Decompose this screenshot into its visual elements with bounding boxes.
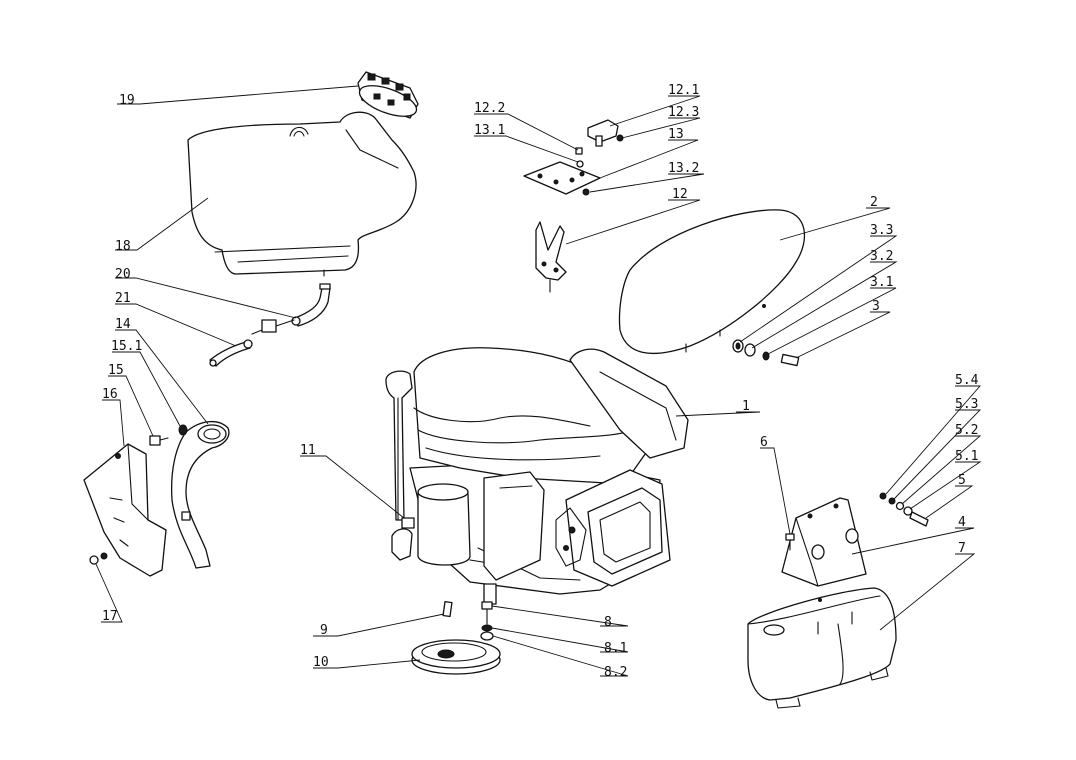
ignition-bracket-12-part bbox=[535, 221, 567, 293]
label-5-3: 5.3 bbox=[955, 397, 978, 412]
label-4: 4 bbox=[958, 515, 966, 530]
bolt-3-part bbox=[780, 353, 800, 367]
label-9: 9 bbox=[320, 623, 328, 638]
fuel-hose-upper-part bbox=[291, 283, 331, 327]
engine-assembly-part bbox=[385, 347, 689, 605]
label-17: 17 bbox=[102, 609, 118, 624]
label-7: 7 bbox=[958, 541, 966, 556]
label-15-1: 15.1 bbox=[111, 339, 142, 354]
label-8: 8 bbox=[604, 615, 612, 630]
heat-shield-part bbox=[83, 443, 167, 577]
label-5-1: 5.1 bbox=[955, 449, 978, 464]
leader-lines bbox=[95, 85, 982, 677]
exhaust-pipe-part bbox=[170, 421, 230, 569]
label-11: 11 bbox=[300, 443, 316, 458]
washer-3-2-part bbox=[744, 343, 756, 357]
label-13: 13 bbox=[668, 127, 684, 142]
bolt-15-part bbox=[149, 435, 169, 446]
label-12: 12 bbox=[672, 187, 688, 202]
label-20: 20 bbox=[115, 267, 131, 282]
fuel-valve-part bbox=[251, 319, 295, 335]
muffler-7-part bbox=[747, 587, 897, 709]
switch-12-1-part bbox=[587, 119, 619, 147]
label-10: 10 bbox=[313, 655, 329, 670]
washer-5-4-part bbox=[879, 492, 887, 500]
label-6: 6 bbox=[760, 435, 768, 450]
washer-5-3-part bbox=[888, 497, 896, 505]
label-14: 14 bbox=[115, 317, 131, 332]
engine-cover-2-part bbox=[618, 209, 806, 354]
washer-8-2-part bbox=[480, 631, 494, 641]
screw-13-1-part bbox=[576, 160, 584, 168]
label-3-2: 3.2 bbox=[870, 249, 893, 264]
callout-labels: 19 18 20 21 14 15.1 15 16 17 11 9 10 12.… bbox=[102, 83, 979, 680]
label-13-2: 13.2 bbox=[668, 161, 699, 176]
washer-3-1-part bbox=[762, 351, 770, 361]
label-3-3: 3.3 bbox=[870, 223, 893, 238]
shaft-key-part bbox=[442, 601, 453, 618]
label-12-3: 12.3 bbox=[668, 105, 699, 120]
bolt-5-part bbox=[909, 511, 929, 527]
label-18: 18 bbox=[115, 239, 131, 254]
label-3: 3 bbox=[872, 299, 880, 314]
label-5: 5 bbox=[958, 473, 966, 488]
label-3-1: 3.1 bbox=[870, 275, 893, 290]
washer-5-2-part bbox=[895, 501, 905, 511]
label-21: 21 bbox=[115, 291, 131, 306]
fuel-tank-part bbox=[187, 111, 417, 277]
oil-drain-part bbox=[401, 517, 415, 529]
label-12-2: 12.2 bbox=[474, 101, 505, 116]
pulley-part bbox=[411, 639, 501, 675]
fuel-cap-part bbox=[357, 71, 419, 119]
label-8-1: 8.1 bbox=[604, 641, 627, 656]
bolt-8-part bbox=[481, 601, 493, 625]
label-16: 16 bbox=[102, 387, 118, 402]
washer-15-1-part bbox=[178, 424, 188, 436]
fuel-hose-lower-part bbox=[209, 339, 253, 367]
nut-13-2-part bbox=[582, 188, 590, 196]
washer-3-3-part bbox=[732, 339, 744, 353]
label-12-1: 12.1 bbox=[668, 83, 699, 98]
label-8-2: 8.2 bbox=[604, 665, 627, 680]
washer-8-1-part bbox=[481, 624, 493, 632]
plate-13-part bbox=[523, 161, 601, 195]
label-5-4: 5.4 bbox=[955, 373, 979, 388]
label-15: 15 bbox=[108, 363, 124, 378]
label-2: 2 bbox=[870, 195, 878, 210]
screw-17-part bbox=[89, 552, 108, 565]
label-1: 1 bbox=[742, 399, 750, 414]
mounting-bracket-4-part bbox=[781, 497, 867, 587]
label-5-2: 5.2 bbox=[955, 423, 978, 438]
label-19: 19 bbox=[119, 93, 135, 108]
label-13-1: 13.1 bbox=[474, 123, 505, 138]
screw-12-2-part bbox=[575, 147, 583, 155]
